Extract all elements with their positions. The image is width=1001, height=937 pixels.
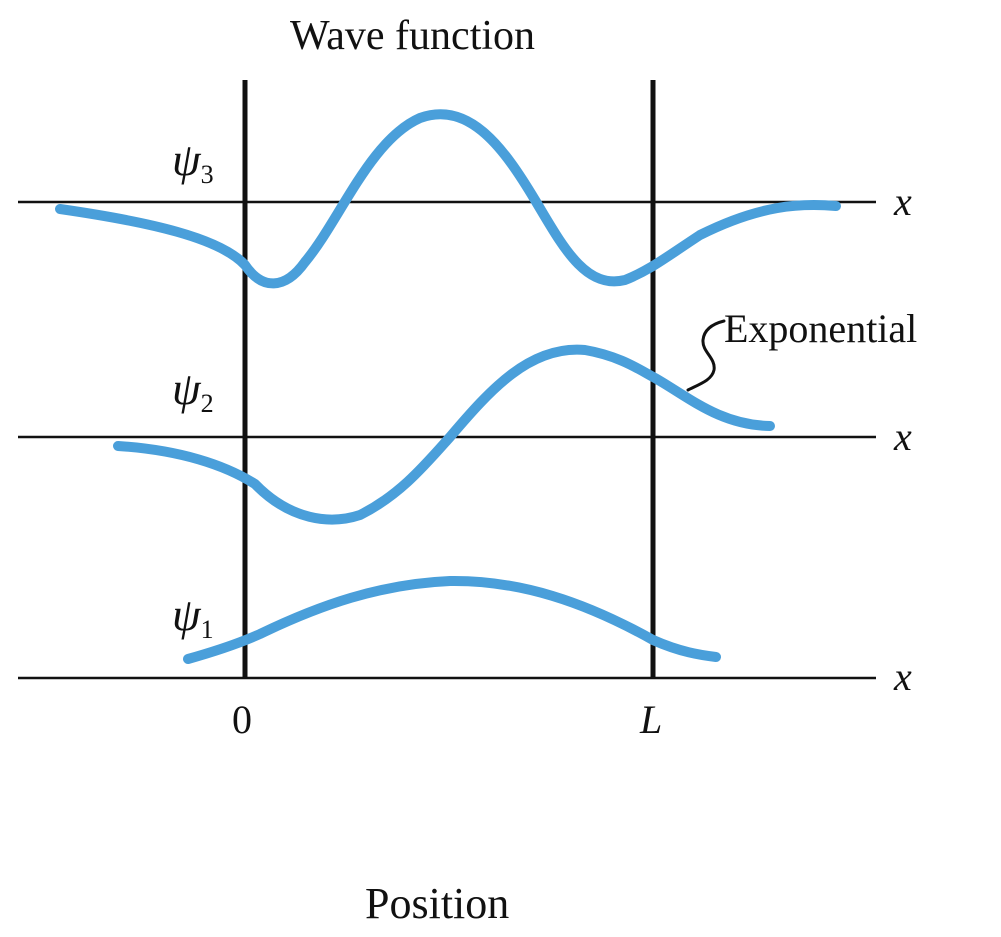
exponential-leader-line xyxy=(686,319,726,392)
psi3-label: ψ3 xyxy=(172,133,214,190)
psi2-curve xyxy=(113,344,775,525)
psi1-axis-x-label: x xyxy=(894,654,912,699)
psi2-subscript: 2 xyxy=(200,389,214,418)
psi3-subscript: 3 xyxy=(200,160,214,189)
psi2-axis-x-label: x xyxy=(894,414,912,459)
psi3-symbol: ψ xyxy=(172,134,201,185)
psi3-curve xyxy=(55,109,841,289)
exponential-annotation: Exponential xyxy=(724,306,918,351)
psi2-label: ψ2 xyxy=(172,362,214,419)
end-tick-label: L xyxy=(640,697,663,742)
diagram-title: Wave function xyxy=(290,13,536,59)
psi3-axis-x-label: x xyxy=(894,179,912,224)
psi2-symbol: ψ xyxy=(172,363,201,414)
psi1-subscript: 1 xyxy=(200,615,214,644)
psi1-curve xyxy=(183,575,721,664)
origin-tick-label: 0 xyxy=(232,697,252,742)
psi1-symbol: ψ xyxy=(172,589,201,640)
psi1-label: ψ1 xyxy=(172,588,214,645)
x-axis-title: Position xyxy=(365,879,510,928)
